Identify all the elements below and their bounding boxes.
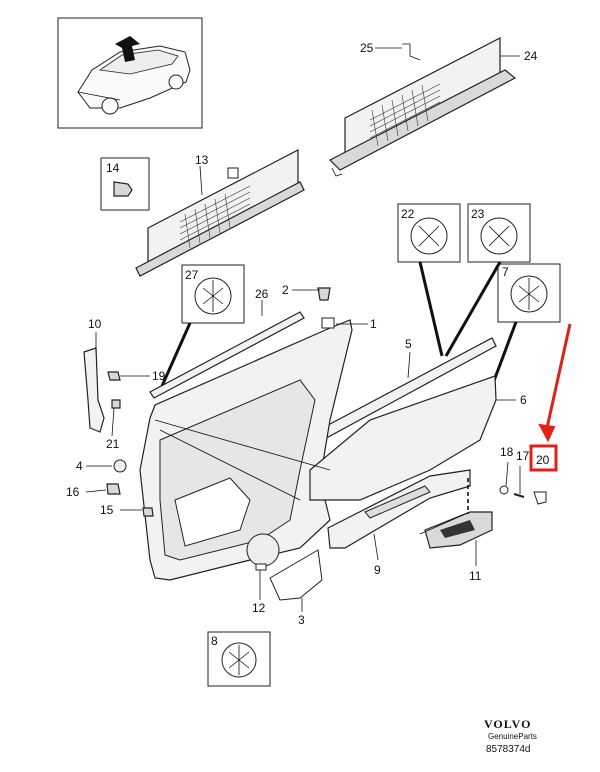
clip-arrows — [160, 261, 518, 387]
clip-box-22 — [397, 203, 461, 263]
callout-10: 10 — [88, 317, 102, 331]
callout-4: 4 — [76, 459, 83, 473]
callout-25: 25 — [360, 41, 374, 55]
callout-26: 26 — [255, 287, 269, 301]
callout-27: 27 — [185, 268, 199, 282]
clip-box-23 — [467, 203, 531, 263]
diagram-code: 8578374d — [486, 744, 531, 755]
volvo-footer: VOLVO GenuineParts 8578374d — [484, 717, 537, 755]
handle-11 — [424, 511, 493, 549]
lower-trim-6 — [309, 375, 497, 501]
callout-13: 13 — [195, 153, 209, 167]
callout-5: 5 — [405, 337, 412, 351]
cap-12 — [246, 533, 280, 571]
callout-3: 3 — [298, 613, 305, 627]
callout-24: 24 — [524, 49, 538, 63]
callout-11: 11 — [469, 569, 482, 583]
panel-3 — [269, 549, 323, 601]
callout-20: 20 — [536, 453, 550, 467]
callout-19: 19 — [152, 369, 166, 383]
armrest-9 — [327, 469, 471, 549]
bracket-10 — [83, 347, 105, 433]
callout-labels: 1 2 3 4 5 6 7 8 9 10 11 12 13 14 15 16 1… — [66, 41, 550, 648]
car-overview — [57, 17, 203, 129]
callout-23: 23 — [471, 207, 485, 221]
genuine-parts-text: GenuineParts — [488, 732, 537, 741]
callout-17: 17 — [516, 449, 530, 463]
highlight-marker — [529, 323, 572, 472]
callout-16: 16 — [66, 485, 80, 499]
clip-box-7 — [497, 263, 561, 323]
callout-2: 2 — [282, 283, 289, 297]
leader-lines — [85, 47, 521, 612]
callout-12: 12 — [252, 601, 266, 615]
side-sunshade — [135, 149, 305, 277]
callout-14: 14 — [106, 161, 120, 175]
clip-box-27 — [181, 264, 245, 324]
door-panel — [139, 317, 353, 581]
volvo-brand: VOLVO — [484, 717, 531, 731]
rear-sunshade — [328, 37, 517, 171]
callout-7: 7 — [502, 265, 509, 279]
callout-21: 21 — [106, 437, 120, 451]
callout-1: 1 — [370, 317, 377, 331]
callout-8: 8 — [211, 634, 218, 648]
callout-18: 18 — [500, 445, 514, 459]
fasteners — [106, 167, 547, 517]
clip-box-8 — [207, 631, 271, 687]
callout-9: 9 — [374, 563, 381, 577]
callout-6: 6 — [520, 393, 527, 407]
screw-box-14 — [100, 157, 150, 211]
callout-22: 22 — [401, 207, 415, 221]
callout-15: 15 — [100, 503, 114, 517]
